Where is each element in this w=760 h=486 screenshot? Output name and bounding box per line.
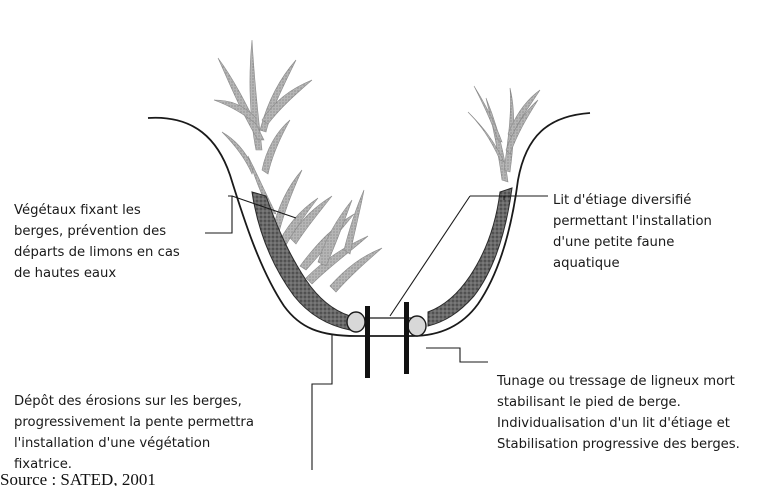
right-fascine — [408, 316, 426, 336]
annotation-line: aquatique — [553, 253, 712, 274]
annotation-line: stabilisant le pied de berge. — [497, 392, 740, 413]
left-stake — [365, 306, 370, 378]
annotation-line: Stabilisation progressive des berges. — [497, 434, 740, 455]
annotation-line: permettant l'installation — [553, 211, 712, 232]
annotation-line: l'installation d'une végétation — [14, 433, 254, 454]
annotation-line: départs de limons en cas — [14, 242, 180, 263]
annotation-line: Dépôt des érosions sur les berges, — [14, 391, 254, 412]
annotation-line: Individualisation d'un lit d'étiage et — [497, 413, 740, 434]
left-fascine — [347, 312, 365, 332]
annotation-line: berges, prévention des — [14, 221, 180, 242]
annotation-line: Végétaux fixant les — [14, 200, 180, 221]
annotation-line: de hautes eaux — [14, 263, 180, 284]
channel-profile-line — [148, 113, 590, 336]
annotation-line: progressivement la pente permettra — [14, 412, 254, 433]
vegetation-annotation: Végétaux fixant les berges, prévention d… — [14, 200, 180, 284]
annotation-line: d'une petite faune — [553, 232, 712, 253]
wattle-annotation: Tunage ou tressage de ligneux mort stabi… — [497, 371, 740, 455]
erosion-deposit-annotation: Dépôt des érosions sur les berges, progr… — [14, 391, 254, 475]
right-bank-deposit — [428, 188, 512, 326]
source-caption: Source : SATED, 2001 — [0, 470, 156, 486]
annotation-line: Lit d'étiage diversifié — [553, 190, 712, 211]
annotation-line: Tunage ou tressage de ligneux mort — [497, 371, 740, 392]
right-stake — [404, 302, 409, 374]
low-flow-bed-annotation: Lit d'étiage diversifié permettant l'ins… — [553, 190, 712, 274]
